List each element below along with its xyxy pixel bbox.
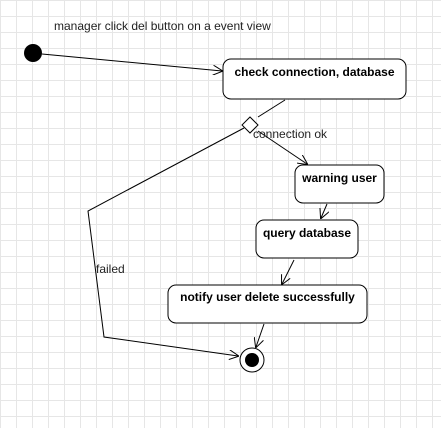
edge-label-failed: failed — [96, 262, 125, 276]
diagram-caption: manager click del button on a event view — [54, 19, 271, 33]
edge-label-connection-ok: connection ok — [253, 127, 328, 141]
edge-decision-failed-to-end — [87, 127, 245, 356]
node-check-connection[interactable]: check connection, database — [222, 58, 407, 100]
node-notify-user-label: notify user delete successfully — [180, 290, 355, 304]
edge-notify-to-end — [256, 323, 265, 347]
node-query-database[interactable]: query database — [255, 219, 359, 259]
node-notify-user[interactable]: notify user delete successfully — [167, 284, 368, 324]
end-node[interactable] — [239, 347, 265, 373]
node-warning-user-label: warning user — [301, 171, 377, 185]
decision-node[interactable] — [241, 116, 259, 134]
start-node[interactable] — [24, 44, 42, 62]
node-query-database-label: query database — [263, 226, 351, 240]
edge-check-to-decision — [257, 99, 286, 118]
node-warning-user[interactable]: warning user — [294, 164, 385, 204]
edge-start-to-check — [41, 53, 222, 71]
edge-query-to-notify — [282, 259, 295, 284]
node-check-connection-label: check connection, database — [234, 65, 394, 79]
edge-warning-to-query — [321, 203, 327, 218]
edge-decision-to-warning — [257, 130, 307, 164]
